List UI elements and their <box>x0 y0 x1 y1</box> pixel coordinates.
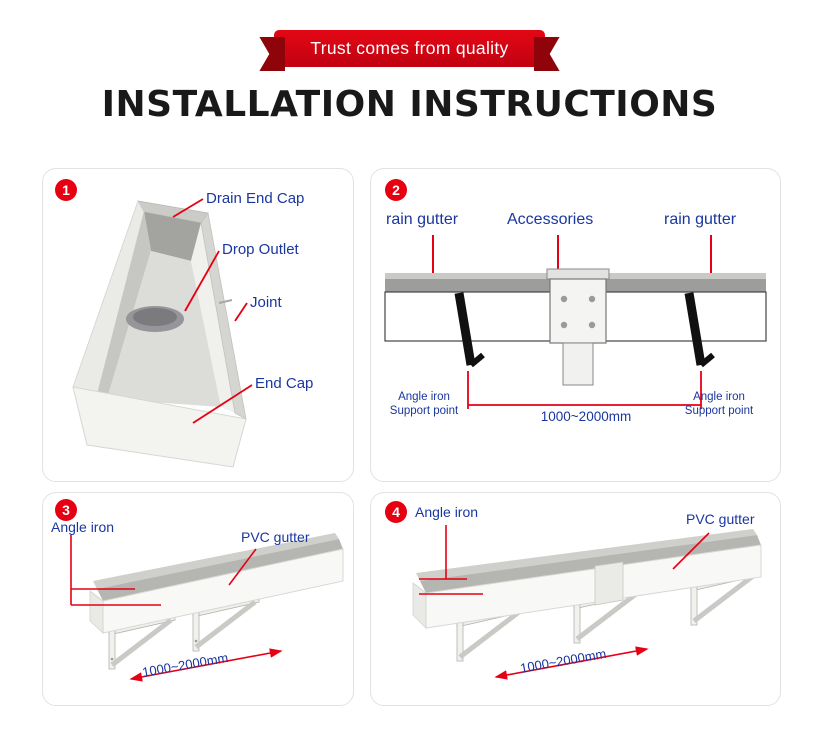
label-pvc-gutter: PVC gutter <box>686 511 755 527</box>
gutter-trough <box>72 200 247 468</box>
page-title: INSTALLATION INSTRUCTIONS <box>101 84 718 125</box>
step-3-badge: 3 <box>55 499 77 521</box>
step-1-badge: 1 <box>55 179 77 201</box>
dimension-arrow <box>129 648 283 682</box>
gutter-parts-photo <box>72 198 253 468</box>
step-4-badge: 4 <box>385 501 407 523</box>
label-accessories: Accessories <box>507 211 594 228</box>
banner-text: Trust comes from quality <box>310 38 509 58</box>
label-angle-iron: Angle iron <box>51 519 115 535</box>
label-drain-end-cap: Drain End Cap <box>206 190 305 207</box>
banner-ribbon: Trust comes from quality <box>274 30 545 67</box>
joint-sleeve <box>594 561 624 606</box>
leader-lines <box>172 198 253 424</box>
guide-lines <box>419 525 710 595</box>
gutter-cross-section-diagram <box>384 235 767 409</box>
label-support-left-line1: Angle iron <box>398 391 450 403</box>
panel-step-3: 3 <box>42 492 354 706</box>
long-gutter-mount-illustration <box>412 525 762 680</box>
label-rain-gutter-left: rain gutter <box>386 211 459 228</box>
step-2-badge: 2 <box>385 179 407 201</box>
label-support-left: Angle iron Support point <box>381 390 467 418</box>
wall-mount-illustration <box>70 533 344 682</box>
label-drop-outlet: Drop Outlet <box>222 241 299 258</box>
label-support-right: Angle iron Support point <box>671 390 767 418</box>
angle-iron-left <box>454 292 485 368</box>
label-rain-gutter-right: rain gutter <box>664 211 737 228</box>
label-support-left-line2: Support point <box>389 405 459 417</box>
dimension-arrow <box>494 646 649 680</box>
angle-iron-right <box>684 292 715 368</box>
panel-step-2: 2 <box>370 168 781 482</box>
label-support-right-line1: Angle iron <box>693 391 745 403</box>
label-joint: Joint <box>250 294 282 311</box>
panel-step-4: 4 <box>370 492 781 706</box>
banner: Trust comes from quality <box>0 30 819 67</box>
joint-seam <box>218 299 233 304</box>
panel-step-1: 1 Drain End Cap Dro <box>42 168 354 482</box>
label-pvc-gutter: PVC gutter <box>241 529 310 545</box>
label-angle-iron: Angle iron <box>415 504 479 520</box>
label-end-cap: End Cap <box>255 375 314 392</box>
guide-lines <box>70 535 257 606</box>
accessory-connector <box>546 268 610 386</box>
dimension-label: 1000~2000mm <box>540 409 632 424</box>
end-cap-face <box>72 386 247 468</box>
pvc-gutter <box>89 533 344 634</box>
label-support-right-line2: Support point <box>684 405 754 417</box>
dimension-lines <box>467 371 702 409</box>
